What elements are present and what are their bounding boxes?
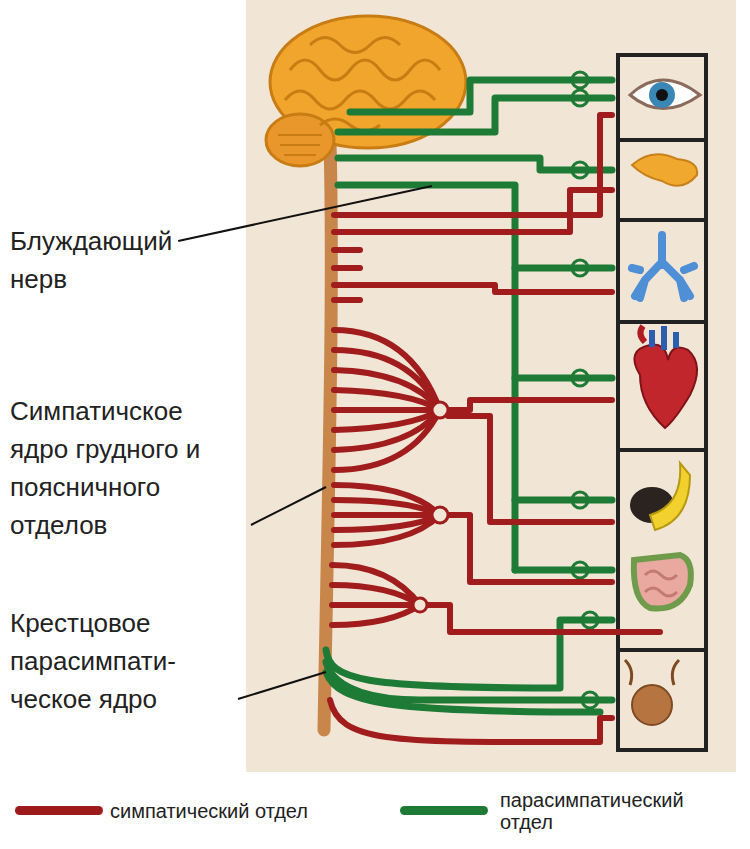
bladder xyxy=(625,660,679,725)
callout-label: Симпатичское ядро грудного и поясничного… xyxy=(10,392,245,544)
leader-line xyxy=(251,487,326,525)
pancreas xyxy=(632,154,697,186)
legend-text: парасимпатический отдел xyxy=(500,789,730,833)
callout-label: Блуждающий нерв xyxy=(10,222,172,298)
brain xyxy=(266,16,466,166)
heart xyxy=(634,326,697,428)
spinal-cord xyxy=(324,140,331,730)
sympathetic-pipes xyxy=(330,115,660,742)
callout-label: Крестцовое парасимпати- ческое ядро xyxy=(10,604,232,718)
background-panel xyxy=(246,0,736,772)
bronchi xyxy=(632,235,694,298)
legend-swatch xyxy=(15,806,103,815)
intestines xyxy=(634,555,691,609)
sympathetic-ganglia xyxy=(413,402,448,612)
parasympathetic-rings xyxy=(572,72,598,708)
legend-text: симпатический отдел xyxy=(110,800,380,822)
legend-swatch xyxy=(400,806,488,815)
eye xyxy=(630,80,700,109)
organ-frame xyxy=(618,55,706,750)
leader-line xyxy=(238,672,326,699)
parasympathetic-pipes xyxy=(326,80,612,712)
stomach xyxy=(630,463,690,530)
leader-line xyxy=(178,186,432,241)
